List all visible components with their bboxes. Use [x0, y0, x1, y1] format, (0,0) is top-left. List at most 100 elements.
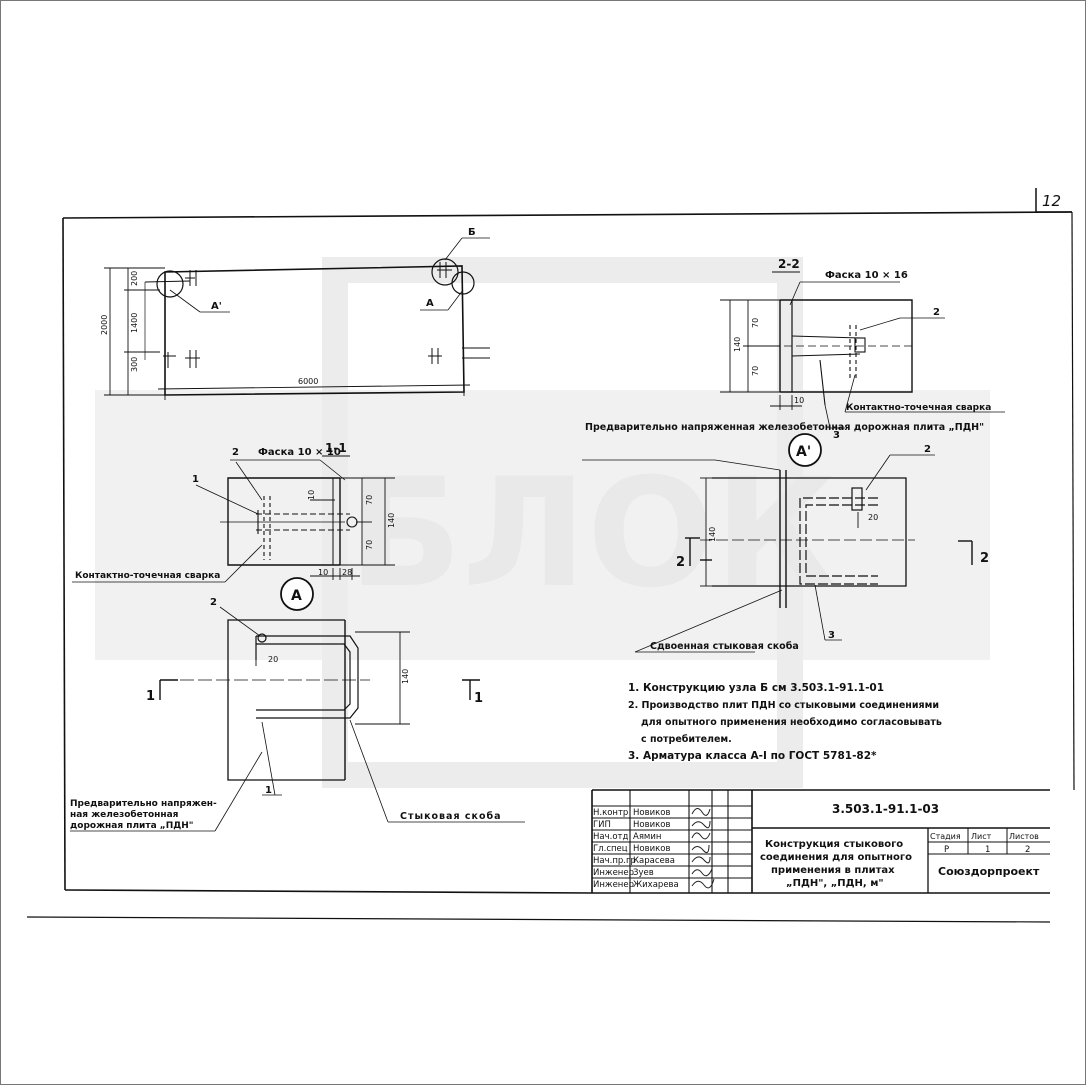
section-1-1-dim-28: 28 [342, 568, 352, 577]
node-a-slab-label-3: дорожная плита „ПДН" [70, 821, 193, 831]
node-a-slab-label-2: ная железобетонная [70, 809, 179, 820]
node-a-prime-callout-3: 3 [828, 630, 835, 641]
tb-role-3: Гл.спец [593, 844, 628, 854]
tb-name-4: Карасева [633, 856, 675, 866]
section-1-1-chamfer: Фаска 10 × 10 [258, 447, 341, 458]
tb-sheets-header: Листов [1009, 832, 1039, 841]
section-2-2-callout-2: 2 [933, 307, 940, 318]
watermark-band [95, 390, 990, 660]
section-1-1-dim-10-chamfer: 10 [307, 490, 316, 500]
tb-role-5: Инженер [593, 868, 634, 878]
plan-dim-300: 300 [130, 357, 139, 372]
sheet-border [26, 211, 1075, 923]
note-3: 3. Арматура класса А-I по ГОСТ 5781-82* [628, 750, 877, 762]
section-1-1-dim-140: 140 [387, 513, 396, 528]
plan-label-b: Б [468, 227, 476, 238]
plan-view: 2000 200 1400 300 6000 А' А Б [100, 227, 490, 400]
node-a-dims [255, 631, 410, 725]
plan-bracket-marks [163, 262, 490, 368]
note-2: 2. Производство плит ПДН со стыковыми со… [628, 700, 939, 711]
plan-label-a-prime: А' [211, 301, 222, 312]
section-1-1-welding: Контактно-точечная сварка [75, 571, 220, 581]
page-number-box: 12 [1035, 188, 1072, 213]
node-a-prime-cut-right: 2 [980, 551, 989, 566]
node-a-prime-cut-left: 2 [676, 555, 685, 570]
section-2-2-dim-140: 140 [733, 337, 742, 352]
node-a-prime-mark: А' [796, 444, 811, 460]
section-2-2-callout-3: 3 [833, 430, 840, 441]
tb-sheets: 2 [1025, 845, 1030, 855]
section-2-2-dims [720, 299, 802, 410]
section-1-1-callout-1: 1 [192, 474, 199, 485]
node-a-cut-right: 1 [474, 691, 483, 706]
plan-label-a: А [426, 298, 434, 309]
tb-role-4: Нач.пр.гр [593, 856, 636, 866]
node-a-prime: Предварительно напряженная железобетонна… [582, 422, 989, 653]
node-a-dim-20: 20 [268, 655, 278, 664]
tb-role-1: ГИП [593, 820, 611, 830]
section-2-2-dim-70-top: 70 [751, 318, 760, 328]
title-block-rows [592, 805, 752, 879]
watermark: БЛОК [95, 257, 990, 788]
tb-title-2: соединения для опытного [760, 852, 912, 863]
tb-title-4: „ПДН", „ПДН, м" [786, 878, 884, 889]
title-block: Н.контр ГИП Нач.отд Гл.спец Нач.пр.гр Ин… [591, 789, 1050, 894]
section-1-1-dims [310, 477, 395, 580]
tb-signatures [691, 808, 715, 889]
tb-name-5: Зуев [633, 868, 654, 878]
node-a-bracket [180, 633, 370, 719]
tb-role-2: Нач.отд [593, 832, 628, 842]
section-2-2: 2-2 Фаска 10 × 16 140 70 70 [720, 257, 1005, 441]
section-2-2-chamfer: Фаска 10 × 16 [825, 270, 908, 281]
note-1: 1. Конструкцию узла Б см 3.503.1-91.1-01 [628, 682, 884, 694]
section-1-1-dim-70-top: 70 [365, 495, 374, 505]
section-2-2-title: 2-2 [778, 257, 800, 271]
tb-stage: Р [944, 845, 949, 855]
node-a-prime-slab-label: Предварительно напряженная железобетонна… [585, 422, 984, 433]
node-a-prime-bracket-label: Сдвоенная стыковая скоба [650, 641, 799, 652]
note-2-cont-2: с потребителем. [641, 734, 732, 745]
plan-slab-outline [164, 265, 465, 396]
tb-name-1: Новиков [633, 820, 670, 830]
tb-title-3: применения в плитах [771, 865, 895, 876]
plan-dim-2000: 2000 [100, 315, 109, 335]
plan-dim-6000: 6000 [298, 377, 318, 386]
plan-dimensions-vertical [104, 267, 165, 396]
section-1-1-dim-70-bottom: 70 [365, 540, 374, 550]
tb-name-3: Новиков [633, 844, 670, 854]
watermark-frame [322, 257, 803, 788]
node-a-prime-dim-140: 140 [708, 527, 717, 542]
tb-stage-header: Стадия [930, 832, 961, 841]
plan-node-b-circle [431, 258, 459, 286]
tb-role-6: Инженер [593, 880, 634, 890]
plan-dim-200: 200 [130, 271, 139, 286]
node-a-prime-dim-20: 20 [868, 513, 878, 522]
plan-dim-1400: 1400 [130, 313, 139, 333]
node-a-mark-circle [280, 577, 314, 611]
section-1-1-dim-10: 10 [318, 568, 328, 577]
node-a-mark: А [291, 588, 302, 604]
node-a-prime-mark-circle [788, 433, 822, 467]
node-a-callout-2: 2 [210, 597, 217, 608]
tb-sheet-header: Лист [971, 832, 992, 841]
node-a-bracket-label: Стыковая скоба [400, 811, 502, 822]
plan-node-a-prime-circle [156, 270, 184, 298]
tb-role-0: Н.контр [593, 808, 628, 818]
tb-title-1: Конструкция стыкового [765, 839, 903, 850]
plan-node-a-circle [451, 271, 475, 295]
note-2-cont-1: для опытного применения необходимо согла… [641, 717, 942, 728]
section-1-1: 2 Фаска 10 × 10 1-1 1 [72, 441, 396, 583]
tb-code: 3.503.1-91.1-03 [832, 802, 939, 816]
section-1-1-callout-2: 2 [232, 447, 239, 458]
tb-name-6: Жихарева [633, 880, 679, 890]
node-a-dim-140: 140 [401, 669, 410, 684]
node-a-callout-1: 1 [265, 785, 272, 796]
watermark-text: БЛОК [348, 447, 837, 621]
node-a-prime-dims [700, 477, 859, 587]
node-a: А 140 20 2 1 1 1 Предварительно напряжен… [70, 577, 525, 832]
plan-dimension-horizontal [157, 378, 471, 400]
node-a-slab-label-1: Предварительно напряжен- [70, 799, 217, 809]
node-a-cut-left: 1 [146, 689, 155, 704]
tb-sheet: 1 [985, 845, 990, 855]
